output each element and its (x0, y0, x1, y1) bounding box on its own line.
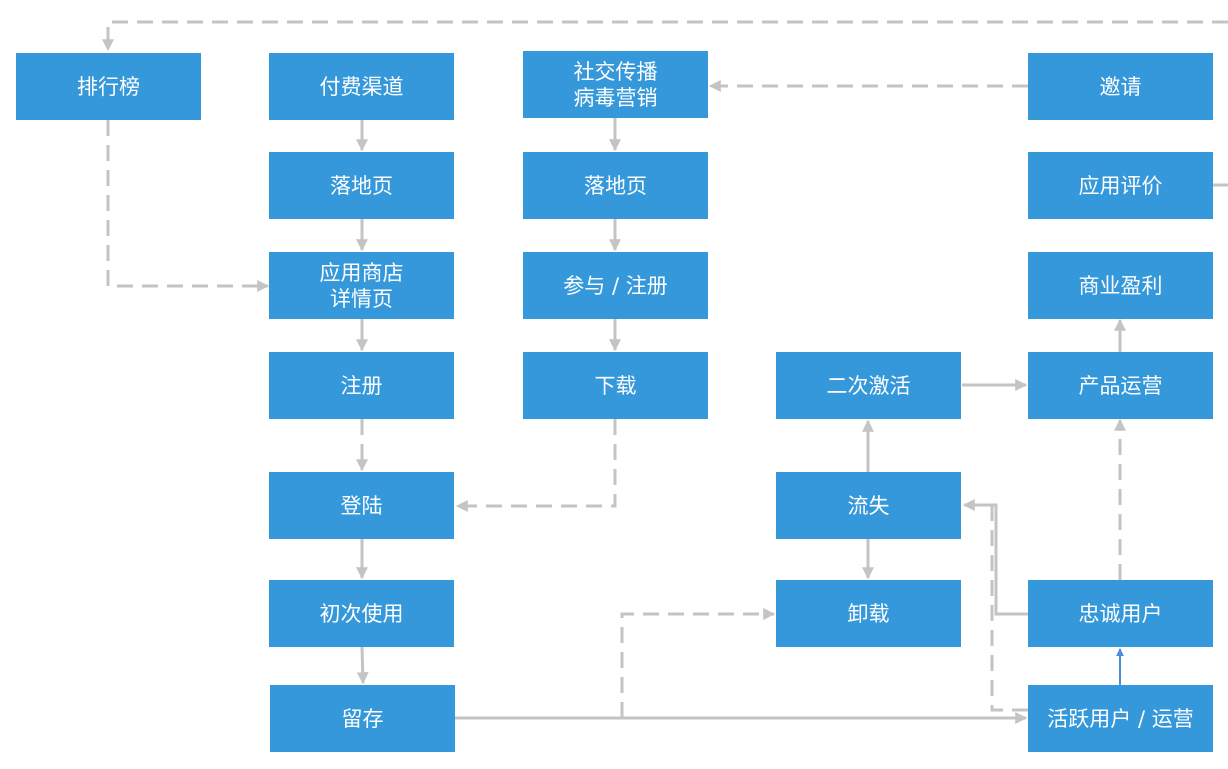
node-join-register: 参与 / 注册 (523, 252, 708, 319)
node-churn: 流失 (776, 472, 961, 539)
node-app-review: 应用评价 (1028, 152, 1213, 219)
edge-first-use-to-retention (356, 646, 369, 685)
node-landing-page-2: 落地页 (523, 152, 708, 219)
node-register: 注册 (269, 352, 454, 419)
edge-download-to-login (455, 419, 617, 512)
node-active-users-ops: 活跃用户 / 运营 (1028, 685, 1213, 752)
node-leaderboard: 排行榜 (16, 53, 201, 120)
node-social-viral: 社交传播 病毒营销 (523, 51, 708, 118)
edge-review-to-leaderboard (102, 20, 1228, 52)
node-monetization: 商业盈利 (1028, 252, 1213, 319)
node-product-ops: 产品运营 (1028, 352, 1213, 419)
node-paid-channels: 付费渠道 (269, 53, 454, 120)
node-landing-page-1: 落地页 (269, 152, 454, 219)
node-retention: 留存 (270, 685, 455, 752)
node-first-use: 初次使用 (269, 580, 454, 647)
node-reactivation: 二次激活 (776, 352, 961, 419)
edge-active-to-churn (990, 505, 1028, 712)
edge-loyal-to-churn (962, 499, 1028, 616)
edge-leaderboard-to-app-store (106, 120, 270, 292)
node-login: 登陆 (269, 472, 454, 539)
node-download: 下载 (523, 352, 708, 419)
edge-retention-to-uninstall (620, 608, 776, 718)
node-app-store-detail: 应用商店 详情页 (269, 252, 454, 319)
node-loyal-users: 忠诚用户 (1028, 580, 1213, 647)
node-invite: 邀请 (1028, 53, 1213, 120)
node-uninstall: 卸载 (776, 580, 961, 647)
